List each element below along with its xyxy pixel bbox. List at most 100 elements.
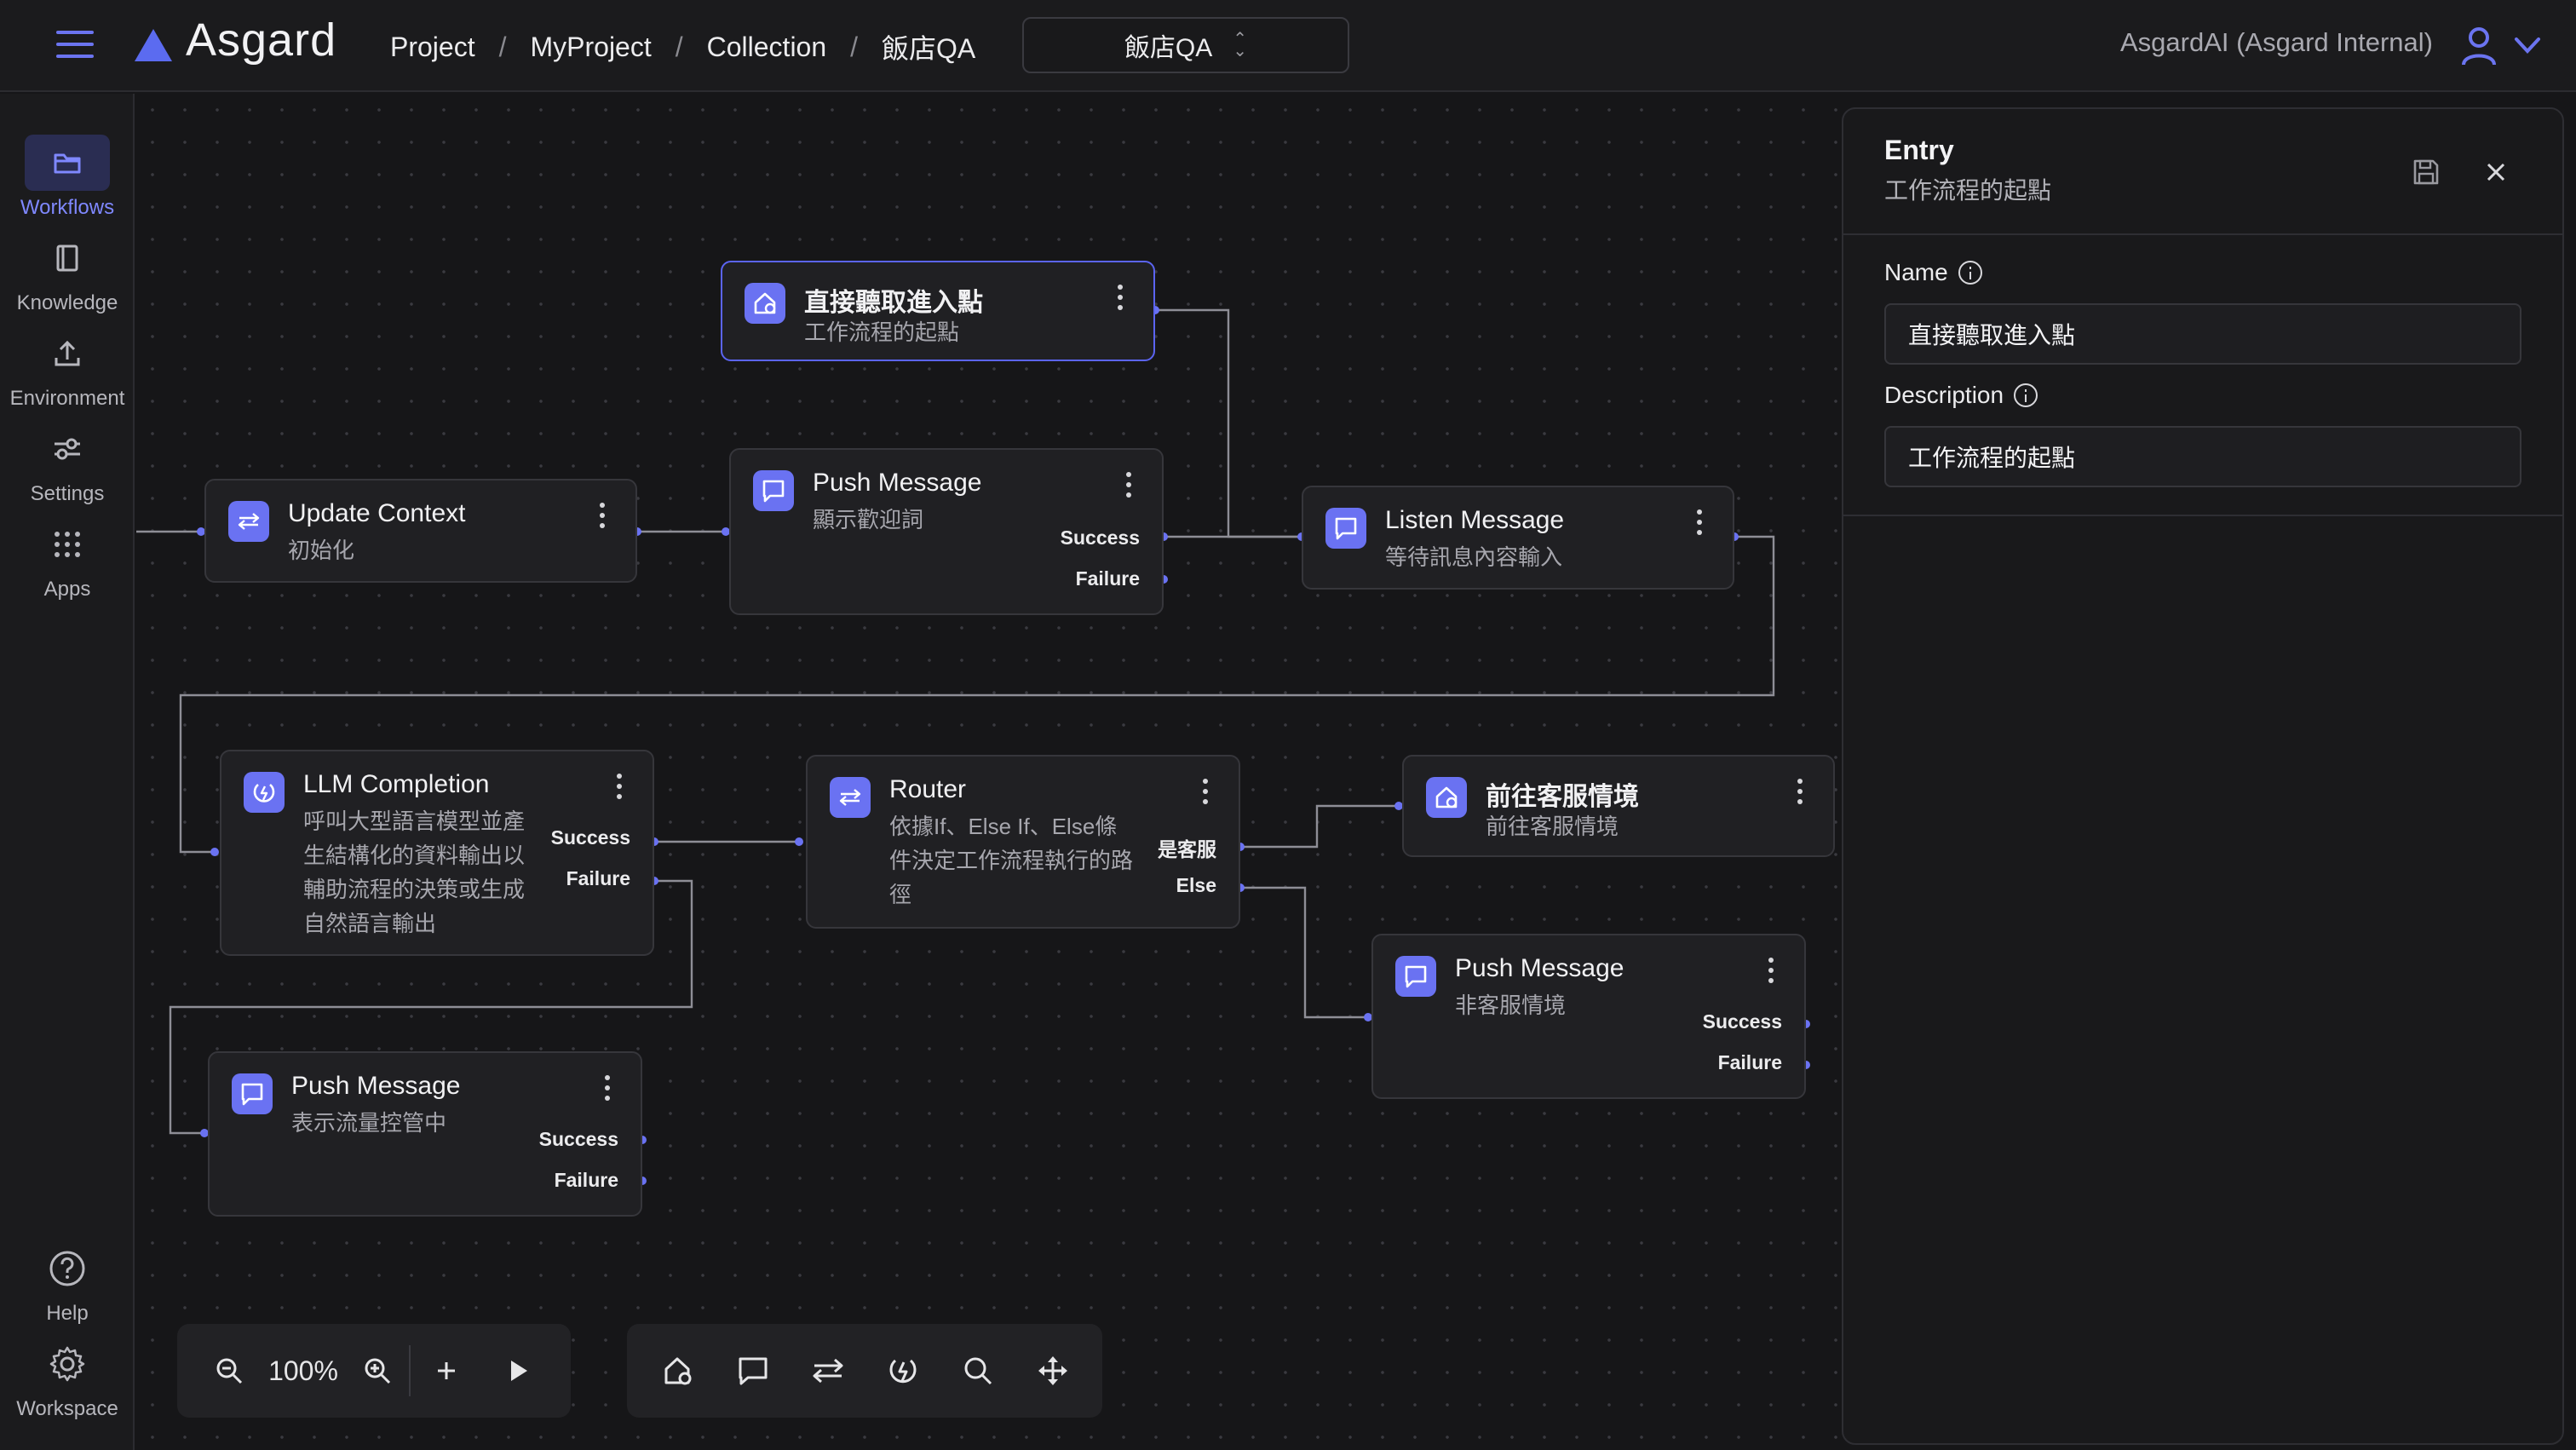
- sidebar-item-help[interactable]: Help: [0, 1240, 135, 1326]
- save-icon[interactable]: [2411, 157, 2441, 187]
- more-icon[interactable]: [1697, 509, 1704, 540]
- more-icon[interactable]: [617, 774, 624, 804]
- breadcrumb: Project / MyProject / Collection / 飯店QA: [390, 27, 975, 66]
- node-subtitle: 顯示歡迎詞: [813, 507, 924, 532]
- sidebar-item-workflows[interactable]: Workflows: [0, 135, 135, 220]
- updown-chevron-icon: ⌃⌄: [1233, 30, 1248, 60]
- port-success[interactable]: Success: [550, 826, 630, 849]
- add-llm-node-icon[interactable]: [865, 1324, 940, 1418]
- panel-subtitle: 工作流程的起點: [1884, 177, 2052, 204]
- breadcrumb-collection[interactable]: Collection: [706, 31, 827, 62]
- move-icon[interactable]: [1015, 1324, 1090, 1418]
- zoom-in-icon[interactable]: [346, 1324, 409, 1418]
- sidebar-item-settings[interactable]: Settings: [0, 421, 135, 506]
- sidebar-item-label: Knowledge: [16, 291, 118, 314]
- node-goto-customer-service[interactable]: 前往客服情境 前往客服情境: [1402, 755, 1835, 857]
- more-icon[interactable]: [600, 503, 607, 533]
- close-icon[interactable]: [2481, 157, 2511, 187]
- add-swap-node-icon[interactable]: [791, 1324, 865, 1418]
- port-success[interactable]: Success: [1060, 526, 1140, 549]
- more-icon[interactable]: [1203, 779, 1210, 809]
- gear-icon: [25, 1336, 110, 1392]
- swap-node-icon: [830, 777, 871, 818]
- port-failure[interactable]: Failure: [566, 867, 630, 889]
- upload-icon: [25, 325, 110, 382]
- node-router[interactable]: Router 依據If、Else If、Else條 件決定工作流程執行的路 徑 …: [806, 755, 1240, 929]
- collection-select[interactable]: 飯店QA ⌃⌄: [1022, 17, 1349, 73]
- node-listen-message[interactable]: Listen Message 等待訊息內容輸入: [1302, 486, 1734, 590]
- port-else[interactable]: Else: [1176, 874, 1216, 896]
- node-title: Push Message: [1455, 954, 1624, 982]
- node-subtitle: 工作流程的起點: [804, 319, 960, 345]
- more-icon[interactable]: [1118, 285, 1124, 315]
- port-failure[interactable]: Failure: [1717, 1051, 1782, 1073]
- user-icon[interactable]: [2458, 24, 2499, 66]
- panel-title: Entry: [1884, 135, 1954, 165]
- breadcrumb-separator: /: [675, 31, 683, 62]
- sidebar-item-label: Workflows: [20, 196, 115, 219]
- menu-icon[interactable]: [56, 31, 94, 60]
- node-title: Listen Message: [1385, 506, 1565, 534]
- node-subtitle: 初始化: [288, 538, 355, 563]
- node-subtitle-line: 依據If、Else If、Else條: [889, 814, 1118, 839]
- more-icon[interactable]: [605, 1075, 612, 1106]
- node-llm-completion[interactable]: LLM Completion 呼叫大型語言模型並產 生結構化的資料輸出以 輔助流…: [220, 750, 654, 956]
- node-push-message-welcome[interactable]: Push Message 顯示歡迎詞 Success Failure: [729, 448, 1164, 615]
- zoom-out-icon[interactable]: [198, 1324, 261, 1418]
- sidebar-item-knowledge[interactable]: Knowledge: [0, 230, 135, 315]
- app-logo-text: Asgard: [186, 14, 337, 66]
- sidebar-item-label: Apps: [43, 578, 91, 601]
- add-message-node-icon[interactable]: [716, 1324, 791, 1418]
- llm-node-icon: [244, 772, 285, 813]
- node-entry[interactable]: 直接聽取進入點 工作流程的起點: [721, 261, 1155, 361]
- more-icon[interactable]: [1797, 779, 1804, 809]
- entry-properties-panel: Entry 工作流程的起點 Name 直接聽取進入點 Description 工…: [1842, 107, 2564, 1445]
- breadcrumb-project[interactable]: Project: [390, 31, 475, 62]
- description-field[interactable]: 工作流程的起點: [1884, 426, 2521, 487]
- info-icon[interactable]: [1958, 261, 1982, 285]
- add-icon[interactable]: [411, 1324, 482, 1418]
- sliders-icon: [25, 421, 110, 477]
- toolbar-divider: [409, 1345, 411, 1396]
- port-success[interactable]: Success: [538, 1128, 618, 1150]
- more-icon[interactable]: [1126, 472, 1133, 503]
- node-subtitle: 呼叫大型語言模型並產 生結構化的資料輸出以 輔助流程的決策或生成 自然語言輸出: [303, 804, 525, 941]
- message-node-icon: [232, 1073, 273, 1114]
- breadcrumb-myproject[interactable]: MyProject: [530, 31, 652, 62]
- node-title: 前往客服情境: [1486, 783, 1639, 811]
- port-customer-service[interactable]: 是客服: [1158, 838, 1216, 860]
- asgard-logo-icon: [135, 29, 172, 61]
- sidebar-item-apps[interactable]: Apps: [0, 516, 135, 601]
- description-label: Description: [1884, 382, 2038, 409]
- node-push-message-non-cs[interactable]: Push Message 非客服情境 Success Failure: [1371, 934, 1806, 1099]
- play-icon[interactable]: [482, 1324, 554, 1418]
- node-subtitle: 等待訊息內容輸入: [1385, 544, 1563, 570]
- add-entry-node-icon[interactable]: [641, 1324, 716, 1418]
- chevron-down-icon[interactable]: [2513, 32, 2542, 58]
- sidebar-item-environment[interactable]: Environment: [0, 325, 135, 411]
- port-success[interactable]: Success: [1702, 1010, 1782, 1033]
- sidebar-item-workspace[interactable]: Workspace: [0, 1336, 135, 1421]
- sidebar-item-label: Environment: [9, 387, 125, 410]
- message-node-icon: [1325, 508, 1366, 549]
- search-icon[interactable]: [940, 1324, 1015, 1418]
- more-icon[interactable]: [1768, 958, 1775, 988]
- name-field[interactable]: 直接聽取進入點: [1884, 303, 2521, 365]
- left-sidebar: Workflows Knowledge Environment Settings…: [0, 94, 135, 1450]
- port-failure[interactable]: Failure: [554, 1169, 618, 1191]
- message-node-icon: [753, 470, 794, 511]
- name-label-text: Name: [1884, 259, 1948, 285]
- entry-node-icon: [1426, 777, 1467, 818]
- message-node-icon: [1395, 956, 1436, 997]
- name-label: Name: [1884, 259, 1982, 286]
- zoom-toolbar: 100%: [177, 1324, 571, 1418]
- info-icon[interactable]: [2014, 383, 2038, 407]
- port-failure[interactable]: Failure: [1075, 567, 1140, 590]
- node-title: 直接聽取進入點: [804, 289, 983, 317]
- node-push-message-throttle[interactable]: Push Message 表示流量控管中 Success Failure: [208, 1051, 642, 1217]
- grid-icon: [25, 516, 110, 573]
- folder-icon: [25, 135, 110, 191]
- node-toolbar: [627, 1324, 1102, 1418]
- node-subtitle-line: 自然語言輸出: [303, 911, 437, 936]
- node-update-context[interactable]: Update Context 初始化: [204, 479, 637, 583]
